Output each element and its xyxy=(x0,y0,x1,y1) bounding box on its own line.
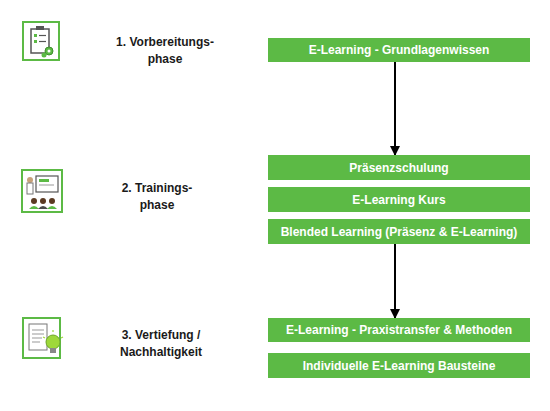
process-box: Individuelle E-Learning Bausteine xyxy=(268,353,530,378)
process-box: Präsenzschulung xyxy=(268,155,530,180)
box-text: E-Learning - Praxistransfer & Methoden xyxy=(286,323,512,337)
process-box: E-Learning - Grundlagenwissen xyxy=(268,38,530,62)
phase-label: 1. Vorbereitungs- phase xyxy=(110,34,220,68)
phase-label: 3. Vertiefung / Nachhaltigkeit xyxy=(110,327,212,361)
box-text: Blended Learning (Präsenz & E-Learning) xyxy=(281,225,518,239)
process-box: E-Learning - Praxistransfer & Methoden xyxy=(268,318,530,342)
box-text: Präsenzschulung xyxy=(349,161,448,175)
box-text: Individuelle E-Learning Bausteine xyxy=(303,359,496,373)
process-box: Blended Learning (Präsenz & E-Learning) xyxy=(268,219,530,244)
flow-arrow xyxy=(394,62,396,155)
sustainability-icon xyxy=(23,318,63,358)
flow-arrow xyxy=(394,244,396,318)
training-icon xyxy=(22,170,62,212)
box-text: E-Learning Kurs xyxy=(352,193,445,207)
process-box: E-Learning Kurs xyxy=(268,187,530,212)
phase-label: 2. Trainings- phase xyxy=(114,180,200,214)
planning-icon xyxy=(23,22,59,60)
box-text: E-Learning - Grundlagenwissen xyxy=(309,43,490,57)
